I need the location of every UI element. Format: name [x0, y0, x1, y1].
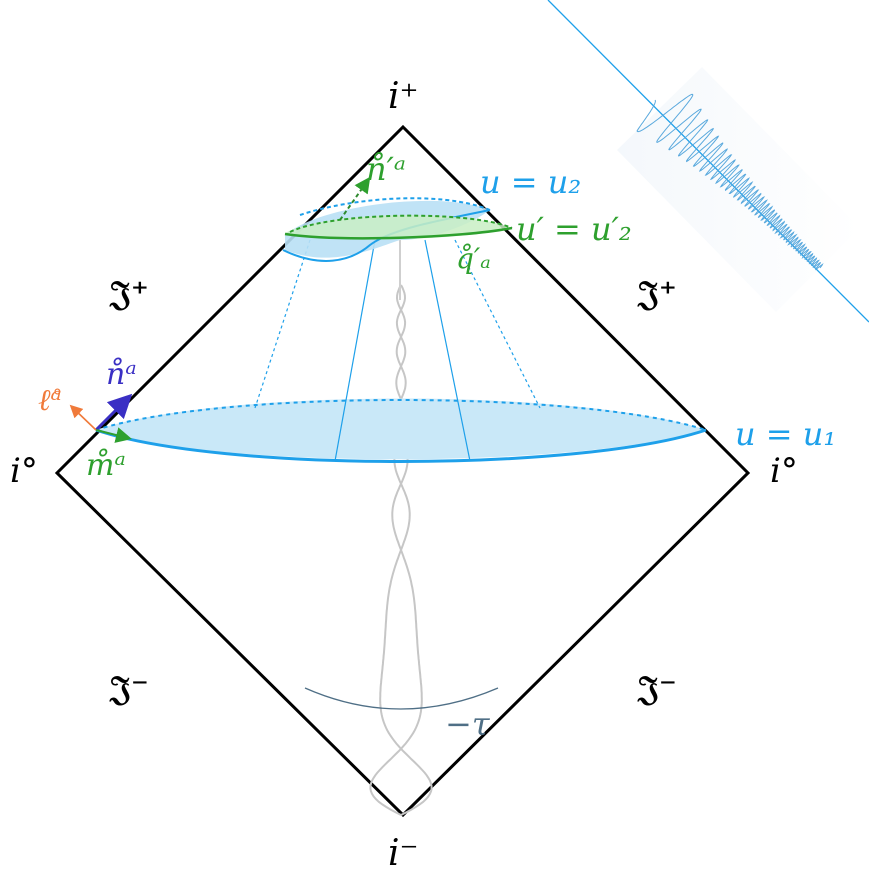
label-l-a: ℓ̊ᵃ [38, 383, 62, 418]
label-q-ab: q̊′ₐ [456, 242, 491, 275]
cone-generators [254, 239, 541, 462]
label-i-minus: i⁻ [388, 833, 419, 873]
label-uprime-eq: u′ = u′₂ [516, 210, 632, 248]
waveform-signal [636, 93, 824, 271]
waveform-inset [547, 0, 869, 323]
label-u-eq-u1: u = u₁ [735, 415, 836, 453]
label-n-prime: n̊′ᵃ [366, 150, 406, 188]
worldline [369, 240, 433, 816]
cut-u2-prime [284, 214, 513, 240]
label-m-a: m̊ᵃ [86, 448, 126, 483]
n-vector [94, 393, 133, 432]
label-scri-plus-left: 𝔍⁺ [109, 274, 149, 314]
label-scri-minus-left: 𝔍⁻ [109, 669, 149, 709]
m-vector [95, 427, 132, 443]
tau-arc [304, 687, 499, 710]
cut-u1 [95, 398, 707, 463]
label-n-a: n̊ᵃ [106, 357, 137, 392]
label-u-eq-u2: u = u₂ [480, 163, 581, 201]
label-i-plus: i⁺ [388, 76, 419, 117]
label-scri-minus-right: 𝔍⁻ [637, 669, 677, 709]
label-minus-tau: −τ [445, 705, 491, 743]
label-scri-plus-right: 𝔍⁺ [637, 274, 677, 314]
label-i0-left: i° [10, 451, 38, 491]
l-vector [69, 404, 97, 431]
label-i0-right: i° [770, 451, 798, 491]
null-tetrad [69, 393, 133, 443]
n-prime-arrow [339, 176, 371, 221]
